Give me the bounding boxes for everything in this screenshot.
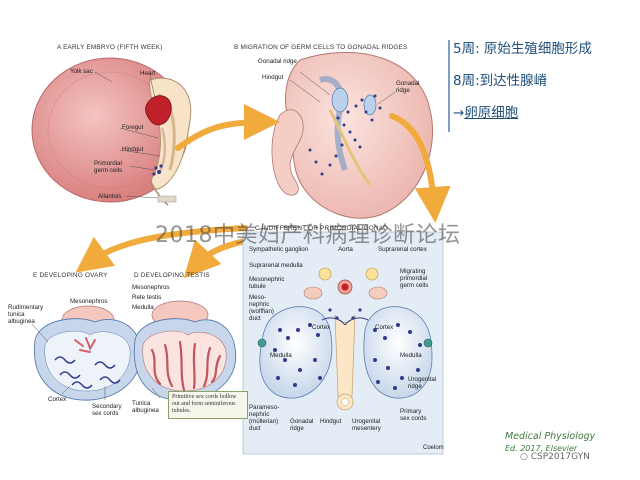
label-paramesonephric-duct: Parameso- nephric (müllerian) duct [249,404,280,432]
label-allantois: Allantois [98,193,122,200]
note-oogonia: →卵原细胞 [453,104,638,122]
panel-a-early-embryo [31,57,192,206]
embryo-section-shape [285,51,434,219]
panel-e-developing-ovary [33,305,142,401]
note-week-8-label: 8周: [453,73,480,89]
heart-shape [145,95,172,126]
label-cortex-e: Cortex [48,396,67,403]
note-week-5-text: 原始生殖细胞形成 [479,41,592,57]
label-foregut: Foregut [122,124,144,131]
label-medulla-right: Medulla [400,352,422,359]
watermark: 2018中美妇产科病理诊断论坛 [155,223,461,248]
label-suprarenal-medulla: Suprarenal medulla [249,262,303,269]
panel-b-title: B MIGRATION OF GERM CELLS TO GONADAL RID… [234,44,408,51]
label-hindgut-a: Hindgut [122,146,144,153]
label-cortex-right: Cortex [375,324,394,331]
label-medulla-left: Medulla [270,352,292,359]
label-rudimentary-tunica: Rudimentary tunica albuginea [8,304,44,325]
label-hindgut-c: Hindgut [320,418,342,425]
label-mesonephric-duct: Meso- nephric (wolffian) duct [249,294,274,322]
label-primary-sex-cords: Primary sex cords [400,408,427,422]
label-primordial-germ-cells: Primordial germ cells [94,160,123,174]
source-title: Medical Physiology [505,431,596,442]
label-secondary-sex-cords: Secondary sex cords [92,403,122,417]
arrow-right-icon: → [453,105,465,121]
label-aorta: Aorta [338,246,353,253]
source-credit: Medical Physiology Ed. 2017, Elsevier [505,431,595,455]
note-week-8: 8周:到达性腺嵴 [453,72,638,90]
note-week-5-label: 5周: [453,41,480,57]
right-gonad-shape [363,306,433,399]
panel-e-title: E DEVELOPING OVARY [33,272,108,279]
panel-a-title: A EARLY EMBRYO (FIFTH WEEK) [57,44,163,51]
label-mesonephros-d: Mesonephros [132,284,170,291]
source-edition: Ed. 2017, Elsevier [505,444,578,453]
wechat-watermark: ○ CSP2017GYN [520,452,590,462]
label-urogenital-ridge: Urogenital ridge [408,376,437,390]
label-rete-testis: Rete testis [132,294,162,301]
panel-c-title: C INDIFFERENT OR PRIMORDIAL GONAD [255,225,389,232]
arrow-a-to-b [175,104,280,151]
label-urogenital-mesentery: Urogenital mesentery [352,418,381,432]
arrow-c-to-e [75,225,248,273]
label-migrating-germ-cells: Migrating primordial germ cells [400,268,429,289]
label-yolk-sac: Yolk sac [70,68,93,75]
label-medulla-d: Medulla [132,304,154,311]
label-mesonephros-e: Mesonephros [70,298,108,305]
panel-b-migration [271,51,434,219]
wechat-id: CSP2017GYN [530,452,590,462]
label-gonadal-ridge-top: Gonadal ridge [258,58,297,65]
label-suprarenal-cortex: Suprarenal cortex [378,246,427,253]
label-mesonephric-tubule: Mesonephric tubule [249,276,285,290]
wechat-icon: ○ [520,452,528,462]
label-gonadal-ridge-c: Gonadal ridge [290,418,314,432]
panel-d-developing-testis [133,300,237,401]
label-tunica-albuginea: Tunica albuginea [132,400,159,414]
panel-d-title: D DEVELOPING TESTIS [134,272,210,279]
note-week-5: 5周: 原始生殖细胞形成 [453,40,638,58]
panel-c-primordial-gonad [242,231,444,455]
label-hindgut-b: Hindgut [262,74,284,81]
testis-callout: Primitive sex cords hollow out and form … [168,391,248,419]
label-gonadal-ridge-right: Gonadal ridge [396,80,420,94]
label-cortex-left: Cortex [312,324,331,331]
notes-panel: 5周: 原始生殖细胞形成 8周:到达性腺嵴 →卵原细胞 [453,40,638,136]
note-week-8-text: 到达性腺嵴 [479,73,548,89]
label-sympathetic-ganglion: Sympathetic ganglion [249,246,309,253]
label-coelom: Coelom [423,445,444,451]
notes-divider [448,40,450,132]
arrow-b-to-c [389,113,451,223]
label-heart: Heart [140,70,156,77]
note-oogonia-text: 卵原细胞 [464,105,519,121]
